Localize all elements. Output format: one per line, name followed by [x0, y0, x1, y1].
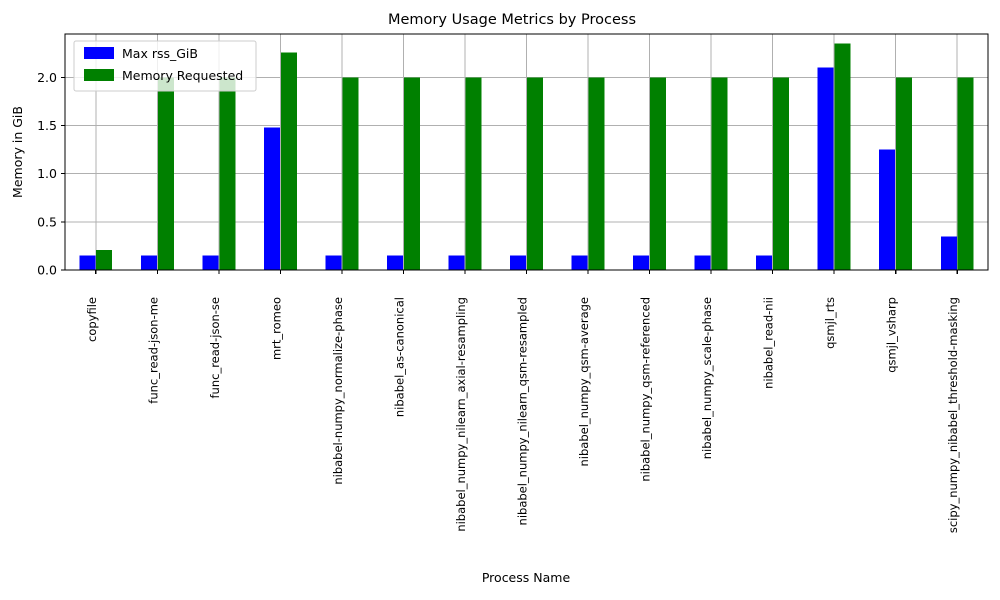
bar — [940, 236, 957, 270]
bar — [448, 255, 465, 270]
bar — [633, 255, 650, 270]
bar — [140, 255, 157, 270]
x-tick-label: func_read-json-se — [208, 297, 222, 398]
bar-series-memory-requested — [96, 43, 974, 270]
bars-group — [79, 43, 974, 271]
bar — [202, 255, 219, 270]
y-axis-label: Memory in GiB — [10, 106, 25, 198]
chart-title: Memory Usage Metrics by Process — [388, 12, 636, 28]
y-axis-ticks: 0.0 0.5 1.0 1.5 2.0 — [37, 70, 65, 278]
y-tick-label: 0.0 — [37, 263, 57, 278]
y-tick-label: 0.5 — [37, 214, 57, 229]
bar — [465, 77, 482, 270]
bar — [817, 67, 834, 271]
y-tick-label: 2.0 — [37, 70, 57, 85]
x-tick-label: nibabel-numpy_normalize-phase — [331, 297, 345, 485]
x-tick-label: scipy_numpy_nibabel_threshold-masking — [946, 297, 960, 533]
x-tick-label: nibabel_numpy_qsm-average — [577, 297, 591, 467]
bar — [650, 77, 667, 270]
bar — [219, 77, 236, 270]
x-tick-label: mrt_romeo — [269, 297, 283, 360]
bar — [773, 77, 790, 270]
x-tick-label: qsmjl_vsharp — [885, 297, 899, 373]
grid-lines — [65, 34, 988, 271]
legend-label: Max rss_GiB — [122, 46, 198, 61]
x-axis-ticks: copyfile func_read-json-me func_read-json-… — [85, 270, 960, 533]
bar — [386, 255, 403, 270]
x-tick-label: copyfile — [85, 297, 99, 342]
bar — [756, 255, 773, 270]
bar — [957, 77, 974, 270]
bar-series-max-rss-gib — [79, 67, 957, 271]
legend-swatch — [84, 69, 114, 81]
x-tick-label: func_read-json-me — [146, 297, 160, 404]
bar — [571, 255, 588, 270]
bar — [588, 77, 605, 270]
x-tick-label: nibabel_numpy_nilearn_qsm-resampled — [516, 297, 530, 525]
legend-swatch — [84, 47, 114, 59]
x-tick-label: nibabel_numpy_scale-phase — [700, 297, 714, 459]
bar — [834, 43, 851, 270]
bar — [157, 77, 174, 270]
x-tick-label: nibabel_as-canonical — [392, 297, 406, 417]
bar — [325, 255, 342, 270]
bar — [896, 77, 913, 270]
bar — [879, 149, 896, 270]
x-tick-label: qsmjl_rts — [823, 297, 837, 349]
bar — [403, 77, 420, 270]
y-tick-label: 1.5 — [37, 118, 57, 133]
y-tick-label: 1.0 — [37, 166, 57, 181]
bar — [96, 249, 113, 270]
bar — [711, 77, 728, 270]
legend-label: Memory Requested — [122, 68, 243, 83]
bar — [526, 77, 543, 270]
bar — [342, 77, 359, 270]
bar — [694, 255, 711, 270]
bar — [263, 127, 280, 270]
bar — [79, 255, 96, 270]
legend-background — [73, 40, 257, 92]
x-tick-label: nibabel_numpy_nilearn_axial-resampling — [454, 297, 468, 532]
x-axis-label: Process Name — [482, 570, 571, 585]
chart-legend[interactable]: Max rss_GiB Memory Requested — [73, 40, 257, 92]
bar — [510, 255, 527, 270]
x-tick-label: nibabel_numpy_qsm-referenced — [639, 297, 653, 482]
x-tick-label: nibabel_read-nii — [762, 297, 776, 389]
bar — [280, 52, 297, 270]
